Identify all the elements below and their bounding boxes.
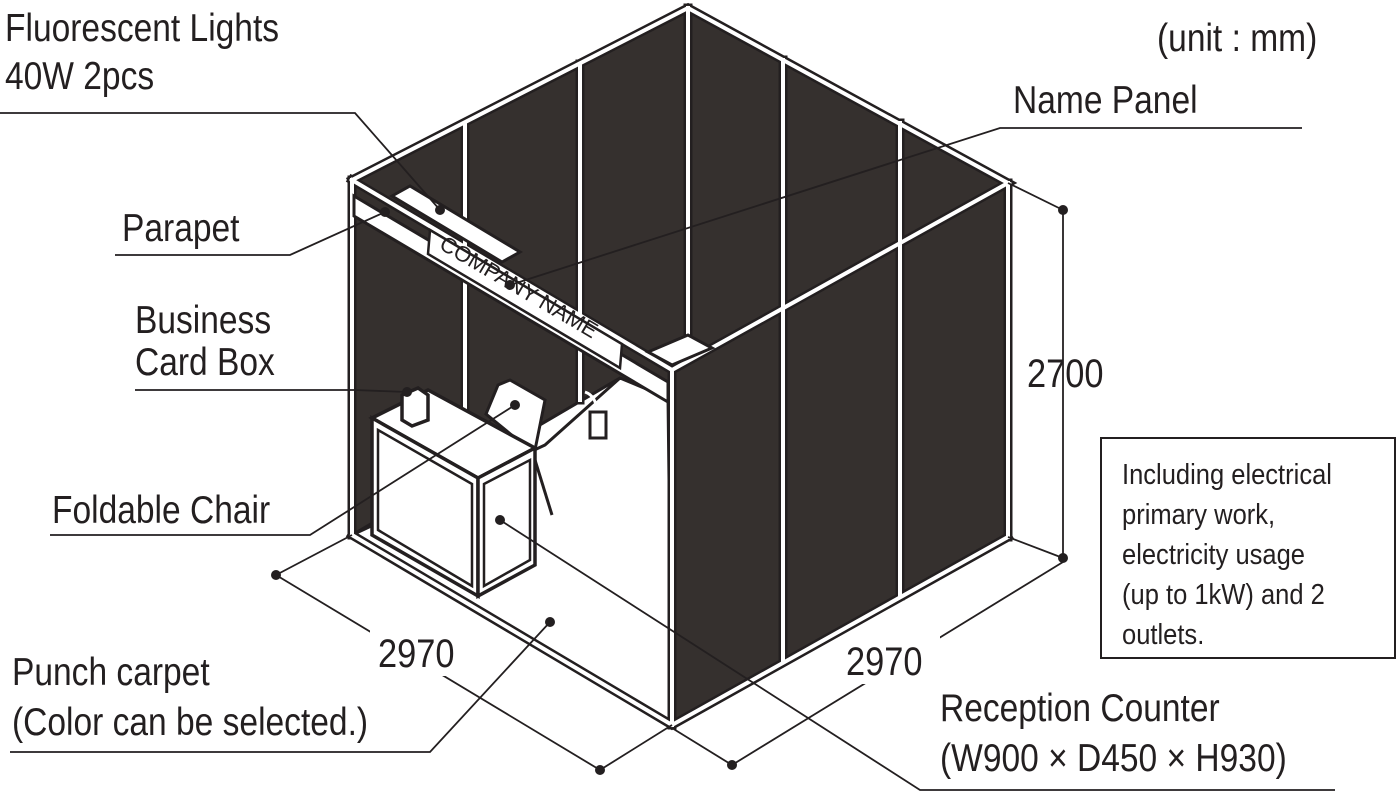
label-line: Fluorescent Lights: [5, 7, 280, 50]
unit-note: (unit : mm): [1157, 17, 1318, 60]
business-card-box: [400, 386, 430, 428]
label-line: 40W 2pcs: [5, 55, 155, 98]
corner-light: [644, 333, 716, 367]
note-line: electricity usage: [1122, 539, 1305, 571]
fluorescent-light: [389, 184, 523, 264]
label-fluorescent-lights: Fluorescent Lights 40W 2pcs: [5, 8, 279, 98]
outlet: [588, 410, 608, 440]
note-line: outlets.: [1122, 619, 1205, 651]
label-name-panel: Name Panel: [1013, 79, 1198, 122]
label-parapet: Parapet: [122, 207, 240, 250]
leader-lines: [0, 112, 1335, 791]
label-business-card-box: Business Card Box: [135, 300, 275, 384]
reception-counter: [368, 386, 539, 600]
name-panel: [426, 227, 624, 371]
label-line: (W900 × D450 × H930): [940, 737, 1287, 780]
label-line: Reception Counter: [940, 687, 1220, 730]
label-line: (Color can be selected.): [12, 701, 369, 744]
leader-dots: [380, 205, 555, 627]
note-line: primary work,: [1122, 499, 1276, 531]
dimension-height: 2700: [1027, 352, 1104, 396]
label-foldable-chair: Foldable Chair: [52, 489, 271, 532]
dimension-width-right: 2970: [846, 640, 923, 684]
label-line: Card Box: [135, 341, 275, 384]
label-punch-carpet: Punch carpet (Color can be selected.): [12, 652, 368, 744]
electrical-note-box: Including electrical primary work, elect…: [1100, 437, 1396, 659]
dimension-width-left: 2970: [378, 632, 455, 676]
label-line: Business: [135, 299, 272, 342]
label-reception-counter: Reception Counter (W900 × D450 × H930): [940, 688, 1287, 780]
note-line: Including electrical: [1122, 459, 1332, 491]
label-line: Punch carpet: [12, 651, 210, 694]
note-line: (up to 1kW) and 2: [1122, 579, 1325, 611]
